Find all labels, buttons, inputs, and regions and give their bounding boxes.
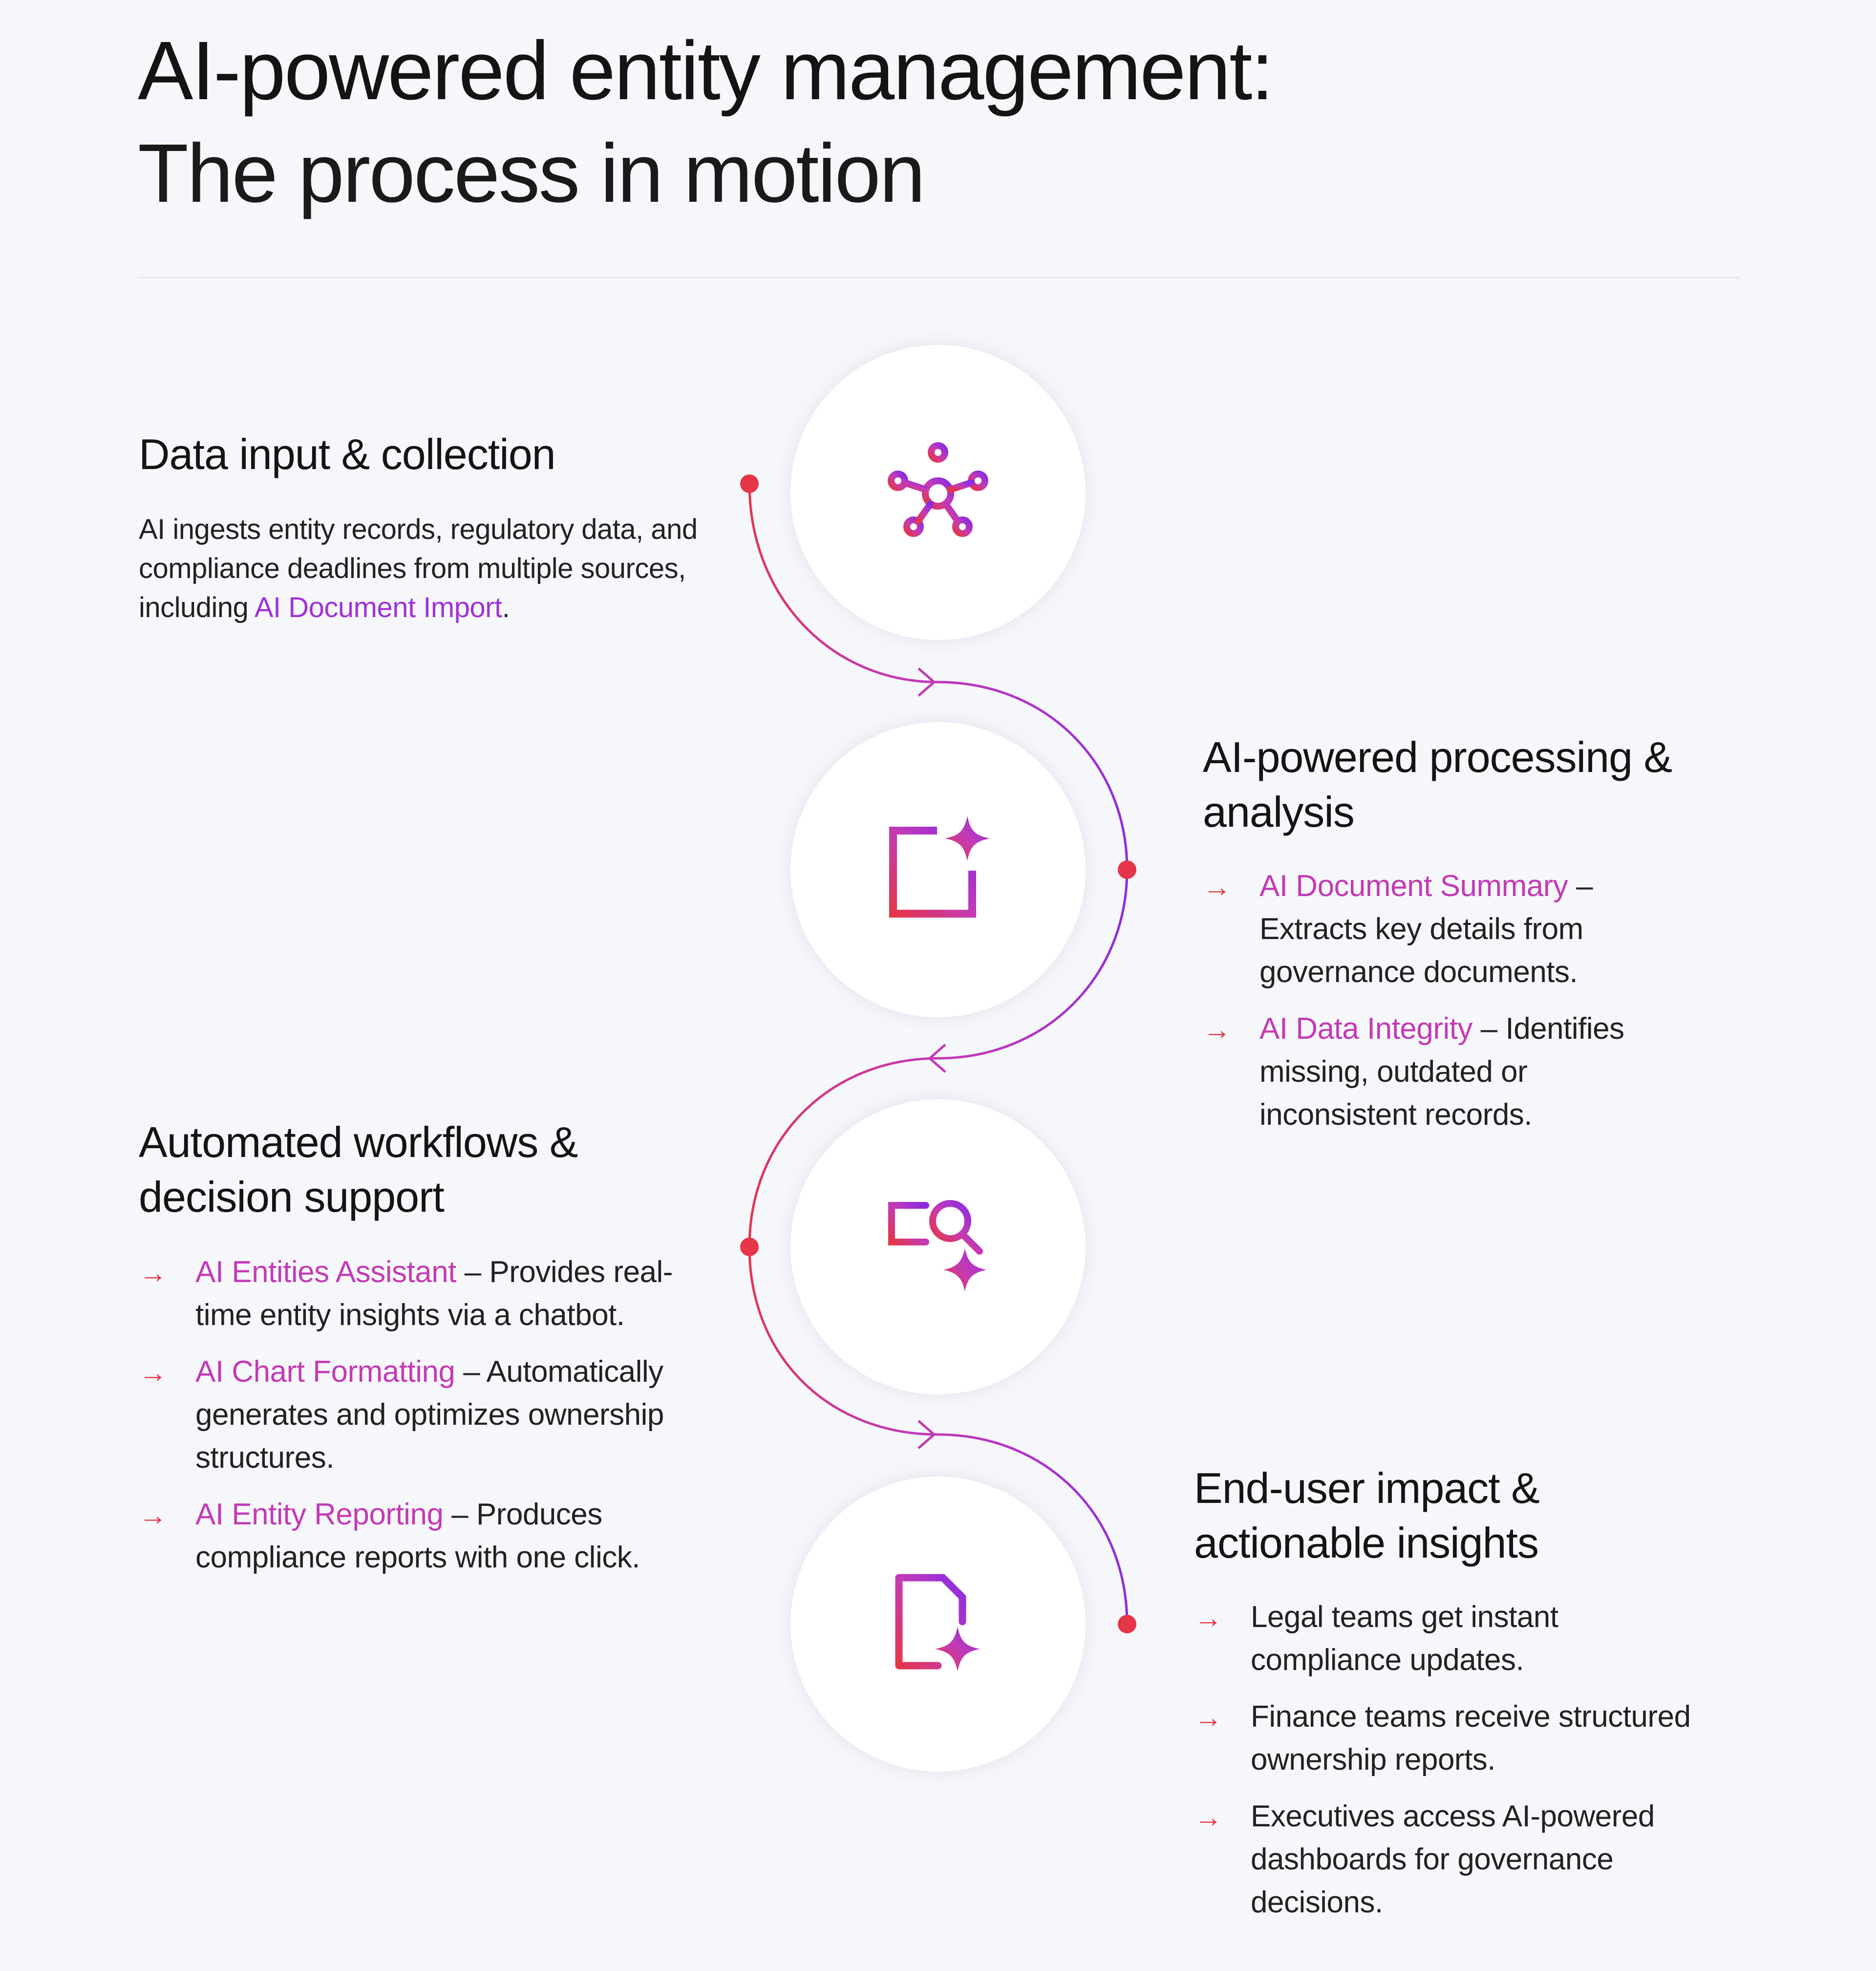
ai-data-integrity-link[interactable]: AI Data Integrity bbox=[1259, 1012, 1473, 1046]
arrow-right-icon: → bbox=[1203, 1014, 1231, 1046]
step-2-heading: AI-powered processing & analysis bbox=[1203, 733, 1672, 836]
connector-segment-1 bbox=[748, 483, 1129, 870]
connector-dot-3 bbox=[740, 1238, 759, 1256]
list-item: →AI Entity Reporting – Produces complian… bbox=[139, 1493, 705, 1579]
ai-document-summary-link[interactable]: AI Document Summary bbox=[1259, 869, 1568, 903]
ai-entity-reporting-link[interactable]: AI Entity Reporting bbox=[195, 1498, 444, 1531]
connector-segment-3 bbox=[748, 1246, 1129, 1625]
list-item: →AI Document Summary – Extracts key deta… bbox=[1203, 865, 1682, 994]
arrow-right-icon: → bbox=[1194, 1702, 1222, 1734]
list-item: →AI Chart Formatting – Automatically gen… bbox=[139, 1350, 705, 1479]
search-list-sparkle-icon bbox=[888, 1200, 986, 1291]
connector-dot-2 bbox=[1118, 860, 1136, 879]
step-1-description: AI ingests entity records, regulatory da… bbox=[139, 514, 698, 623]
ai-chart-formatting-link[interactable]: AI Chart Formatting bbox=[195, 1355, 455, 1389]
page-subtitle: The process in motion bbox=[138, 127, 925, 220]
arrow-right-icon: → bbox=[139, 1357, 167, 1389]
step-3-heading: Automated workflows & decision support bbox=[139, 1118, 578, 1221]
connector-segment-2 bbox=[748, 869, 1129, 1247]
list-item: →Finance teams receive structured owners… bbox=[1194, 1695, 1692, 1781]
list-item: →Legal teams get instant compliance upda… bbox=[1194, 1596, 1692, 1682]
step-1-heading: Data input & collection bbox=[139, 430, 556, 478]
step-4-circle bbox=[790, 1477, 1086, 1772]
list-item: →AI Data Integrity – Identifies missing,… bbox=[1203, 1007, 1682, 1136]
step-2-list: →AI Document Summary – Extracts key deta… bbox=[1203, 865, 1682, 1150]
header-divider bbox=[138, 277, 1740, 279]
document-sparkle-icon bbox=[895, 1574, 980, 1671]
connector-arrow-2 bbox=[928, 1044, 946, 1073]
step-4-list: →Legal teams get instant compliance upda… bbox=[1194, 1596, 1692, 1938]
arrow-right-icon: → bbox=[1194, 1602, 1222, 1634]
connector-dot-1 bbox=[740, 474, 759, 493]
step-3-circle bbox=[790, 1099, 1086, 1394]
network-nodes-icon bbox=[888, 442, 988, 537]
arrow-right-icon: → bbox=[1194, 1801, 1222, 1833]
step-4-heading: End-user impact & actionable insights bbox=[1194, 1464, 1540, 1567]
arrow-right-icon: → bbox=[1203, 871, 1231, 903]
step-2-circle bbox=[790, 722, 1086, 1017]
page-title: AI-powered entity management: bbox=[138, 24, 1274, 117]
list-item: →AI Entities Assistant – Provides real-t… bbox=[139, 1251, 705, 1337]
connector-dot-4 bbox=[1118, 1615, 1136, 1633]
step-3-list: →AI Entities Assistant – Provides real-t… bbox=[139, 1251, 705, 1593]
arrow-right-icon: → bbox=[139, 1257, 167, 1289]
add-frame-sparkle-icon bbox=[889, 816, 990, 918]
connector-arrow-1 bbox=[917, 667, 936, 697]
ai-entities-assistant-link[interactable]: AI Entities Assistant bbox=[195, 1255, 456, 1289]
ai-document-import-link[interactable]: AI Document Import bbox=[254, 592, 502, 623]
step-1-circle bbox=[790, 345, 1086, 640]
arrow-right-icon: → bbox=[139, 1500, 167, 1531]
connector-arrow-3 bbox=[917, 1420, 936, 1449]
list-item: →Executives access AI-powered dashboards… bbox=[1194, 1795, 1692, 1924]
